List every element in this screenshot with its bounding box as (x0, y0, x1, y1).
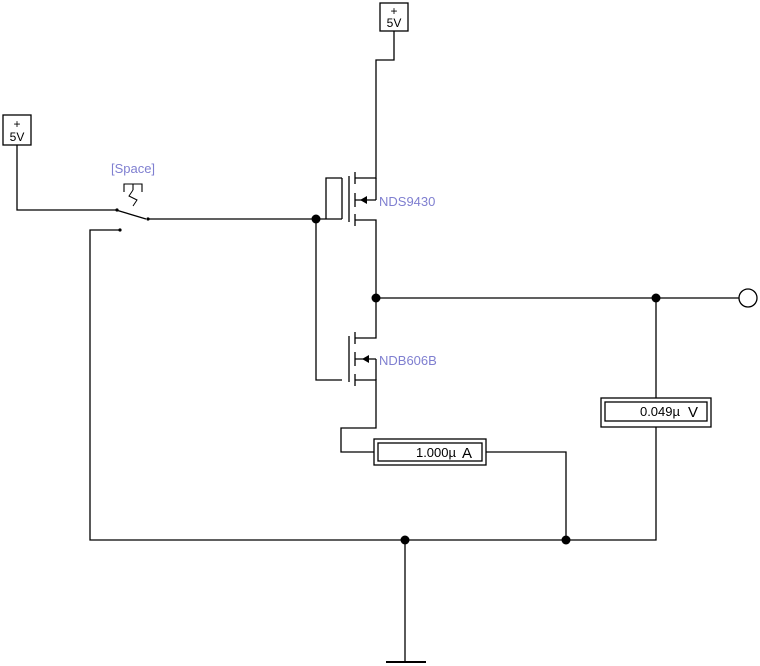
wire-nmos-drain (355, 298, 377, 339)
left-source-plus: + (13, 117, 20, 131)
ammeter[interactable]: 1.000µ A (373, 438, 487, 466)
voltmeter[interactable]: 0.049µ V (600, 397, 712, 428)
junction-ammeter-ground (561, 535, 571, 545)
left-5v-source[interactable]: + 5V (2, 114, 32, 146)
nmos-transistor[interactable]: NDB606B (348, 332, 437, 386)
wire-left-source (16, 145, 116, 211)
nmos-arrow-icon (362, 355, 369, 363)
wire-pmos-drain (355, 219, 377, 298)
wires (16, 31, 739, 662)
wire-vdd (355, 31, 395, 179)
wire-ground-bus (89, 229, 657, 541)
top-source-plus: + (390, 4, 397, 18)
wire-gate-loop (325, 177, 342, 219)
voltmeter-unit: V (688, 404, 698, 421)
wire-gate-nmos (315, 219, 342, 381)
voltmeter-reading: 0.049µ (640, 404, 681, 419)
ammeter-reading: 1.000µ (416, 445, 457, 460)
space-switch[interactable]: [Space] (111, 161, 155, 232)
wire-ammeter-out (486, 451, 567, 540)
switch-key-label: [Space] (111, 161, 155, 176)
junctions (311, 214, 661, 545)
junction-gate (311, 214, 321, 224)
ammeter-unit: A (462, 445, 472, 462)
output-terminal[interactable] (738, 288, 758, 308)
wire-nmos-source (340, 379, 377, 453)
top-source-label: 5V (387, 16, 402, 30)
junction-voltmeter (651, 293, 661, 303)
junction-output (371, 293, 381, 303)
left-source-label: 5V (10, 130, 25, 144)
pmos-transistor[interactable]: NDS9430 (348, 172, 435, 226)
pmos-arrow-icon (360, 196, 367, 204)
top-5v-source[interactable]: + 5V (379, 2, 409, 32)
junction-ground (400, 535, 410, 545)
pmos-label: NDS9430 (379, 194, 435, 209)
nmos-label: NDB606B (379, 353, 437, 368)
switch-lever (115, 209, 147, 220)
